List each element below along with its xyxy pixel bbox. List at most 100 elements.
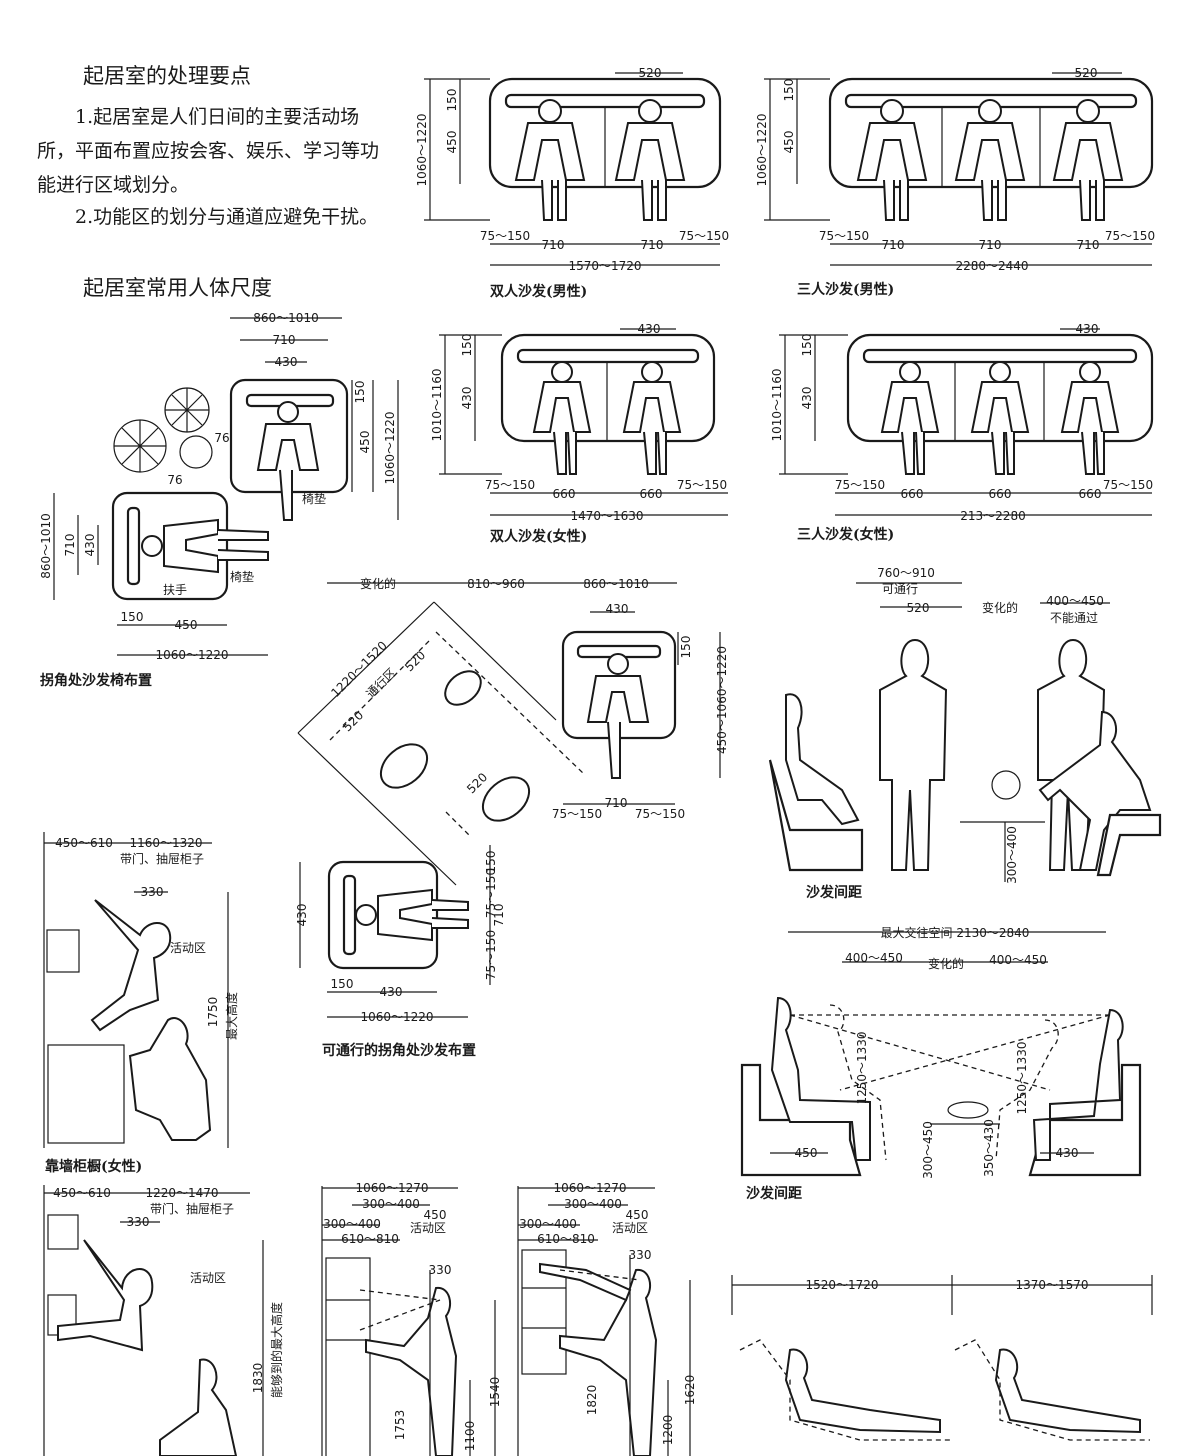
dim-pass-diag-520a: 520 — [402, 648, 428, 674]
dim-tv1-i: 1100 — [463, 1421, 477, 1452]
dim-spacing2-f1: 300～450 — [921, 1121, 935, 1179]
dim-sofa3m-total-w: 2280～2440 — [955, 259, 1028, 273]
label-max-social-space: 最大交往空间 2130～2840 — [881, 925, 1030, 940]
label-max-height: 最大高度 — [224, 992, 239, 1040]
dim-pass-lb150: 150 — [331, 977, 354, 991]
dim-corner-l-total: 860～1010 — [39, 513, 53, 578]
label-activity-3: 活动区 — [410, 1221, 446, 1235]
dim-sofa3m-520: 520 — [1075, 66, 1098, 80]
label-cushion-top: 椅垫 — [302, 491, 326, 506]
dim-corner-v450: 450 — [358, 431, 372, 454]
point-2: 2.功能区的划分与通道应避免干扰。 — [75, 206, 379, 228]
dim-sofa3m-side-l: 75～150 — [819, 229, 869, 243]
dim-pass-r-total: 450～1060～1220 — [715, 646, 729, 754]
dim-sofa3m-450: 450 — [782, 131, 796, 154]
subheading: 起居室常用人体尺度 — [83, 276, 272, 300]
point-1: 1.起居室是人们日间的主要活动场所，平面布置应按会客、娱乐、学习等功能进行区域划… — [37, 106, 380, 196]
standing-cabinet-2-diagram: 1060～1270 300～400 450 300～400 活动区 610～81… — [517, 1181, 697, 1456]
dim-pass-b75l: 75～150 — [552, 807, 602, 821]
label-cushion-left: 椅垫 — [230, 569, 254, 584]
dim-sofa3f-430-top: 430 — [1076, 322, 1099, 336]
dim-sofa3f-seat-3: 660 — [1079, 487, 1102, 501]
dim-pass-r430: 430 — [606, 602, 629, 616]
sofa3-female-diagram: 150 430 1010～1160 430 75～150 660 660 660… — [770, 322, 1154, 523]
dim-spacing1-range: 400～450 — [1046, 594, 1104, 608]
wall-cabinet-diagram: 450～610 1160～1320 带门、抽屉柜子 330 活动区 1750 最… — [43, 832, 239, 1148]
dim-tv1-f: 330 — [429, 1263, 452, 1277]
fruit-bowl-icon — [947, 1101, 989, 1119]
dim-tv1-h: 1540 — [488, 1377, 502, 1408]
dim-corner-l710: 710 — [63, 534, 77, 557]
sofa2-female-diagram: 150 430 1010～1160 430 75～150 660 660 75～… — [430, 322, 728, 523]
dim-tv2-g: 1820 — [585, 1385, 599, 1416]
dim-pass-diag-520c: 520 — [464, 770, 490, 796]
dim-cabinet2-a: 450～610 — [53, 1186, 111, 1200]
dim-sofa2m-total-h: 1060～1220 — [415, 113, 429, 186]
caption-spacing-1: 沙发间距 — [806, 885, 862, 901]
dim-tv1-g: 1753 — [393, 1410, 407, 1441]
dim-corner-b450: 450 — [175, 618, 198, 632]
dim-pass-v75b: 75～150 — [484, 930, 498, 980]
dim-sofa2f-side-r: 75～150 — [677, 478, 727, 492]
dim-sofa2f-total-w: 1470～1630 — [570, 509, 643, 523]
caption-cabinet: 靠墙柜橱(女性) — [45, 1159, 143, 1175]
label-activity-4: 活动区 — [612, 1221, 648, 1235]
corner-sofa-diagram: 860～1010 710 430 150 450 1060～1220 76 76… — [39, 311, 399, 662]
label-varies-pass: 变化的 — [360, 576, 396, 591]
dim-sofa3f-150: 150 — [800, 334, 814, 357]
dim-sofa2m-seat-2: 710 — [641, 238, 664, 252]
caption-corner-passable: 可通行的拐角处沙发布置 — [322, 1043, 476, 1059]
label-activity-2: 活动区 — [190, 1271, 226, 1285]
dim-cabinet1-h: 1750 — [206, 997, 220, 1028]
dim-corner-gap-76b: 76 — [167, 473, 182, 487]
dim-pass-v150: 150 — [484, 851, 498, 874]
label-armrest: 扶手 — [163, 582, 187, 597]
dim-pass-lb-total: 1060～1220 — [360, 1010, 433, 1024]
dim-sofa3m-seat-1: 710 — [882, 238, 905, 252]
dim-pass-b710: 710 — [605, 796, 628, 810]
dim-sofa3m-side-r: 75～150 — [1105, 229, 1155, 243]
dim-spacing2-b2: 430 — [1056, 1146, 1079, 1160]
caption-sofa3-female: 三人沙发(女性) — [797, 527, 895, 543]
dim-sofa2m-450: 450 — [445, 131, 459, 154]
dim-tv1-c: 450 — [424, 1208, 447, 1222]
dim-sofa2f-150: 150 — [460, 334, 474, 357]
dim-pass-v75a: 75～150 — [484, 868, 498, 918]
dim-spacing2-f2: 350～430 — [982, 1119, 996, 1177]
dim-tv2-d: 300～400 — [519, 1217, 577, 1231]
dim-sofa3f-side-l: 75～150 — [835, 478, 885, 492]
dim-sofa2m-150: 150 — [445, 89, 459, 112]
label-door-drawer-1: 带门、抽屉柜子 — [120, 851, 204, 866]
dim-tv2-c: 450 — [626, 1208, 649, 1222]
dim-sofa2m-side-r: 75～150 — [679, 229, 729, 243]
passable-corner-diagram: 变化的 810～960 860～1010 430 150 450～1060～12… — [295, 576, 729, 1024]
dim-cabinet1-a: 450～610 — [55, 836, 113, 850]
caption-corner: 拐角处沙发椅布置 — [40, 673, 152, 689]
dim-spacing1-h: 300～400 — [1005, 826, 1019, 884]
caption-sofa2-female: 双人沙发(女性) — [490, 529, 588, 545]
dim-spacing2-b1: 450 — [795, 1146, 818, 1160]
dim-sofa3f-430: 430 — [800, 387, 814, 410]
dim-corner-b150: 150 — [121, 610, 144, 624]
dim-sofa3f-seat-2: 660 — [989, 487, 1012, 501]
dim-sofa3f-total-h: 1010～1160 — [770, 368, 784, 441]
dim-sofa3f-seat-1: 660 — [901, 487, 924, 501]
dim-tv2-e: 610～810 — [537, 1232, 595, 1246]
caption-sofa3-male: 三人沙发(男性) — [797, 282, 895, 298]
dim-corner-top-3: 430 — [275, 355, 298, 369]
cabinet-icon — [325, 1257, 371, 1456]
dim-pass-mid: 810～960 — [467, 577, 525, 591]
dim-sofa2m-520: 520 — [639, 66, 662, 80]
dim-tv1-a: 1060～1270 — [355, 1181, 428, 1195]
dim-sofa3m-150: 150 — [782, 79, 796, 102]
dim-pass-right: 860～1010 — [583, 577, 648, 591]
dim-cabinet2-b: 1220～1470 — [145, 1186, 218, 1200]
dim-cabinet1-b: 1160～1320 — [129, 836, 202, 850]
dim-sofa3m-total-h: 1060～1220 — [755, 113, 769, 186]
dim-spacing2-h1: 1250～1330 — [855, 1031, 869, 1104]
dim-sofa2f-seat-2: 660 — [640, 487, 663, 501]
dim-sofa2f-total-h: 1010～1160 — [430, 368, 444, 441]
dim-sofa2f-430-top: 430 — [638, 322, 661, 336]
sofa-spacing-2-diagram: 最大交往空间 2130～2840 400～450 变化的 400～450 125… — [740, 925, 1142, 1179]
